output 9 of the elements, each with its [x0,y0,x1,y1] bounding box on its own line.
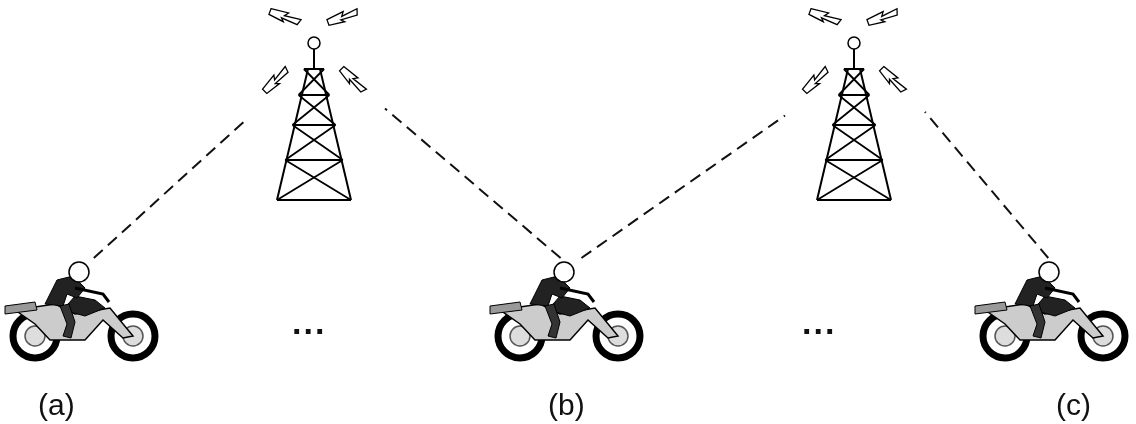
caption-label: (c) [1056,388,1091,422]
ellipsis-text: ... [292,312,327,332]
dashed-line [924,110,1050,259]
caption-label: (a) [38,388,75,422]
dashed-line [384,107,562,259]
dashed-line [92,119,246,259]
dashed-line [580,114,786,259]
ellipsis-text: ... [802,312,837,332]
caption-label: (b) [548,388,585,422]
